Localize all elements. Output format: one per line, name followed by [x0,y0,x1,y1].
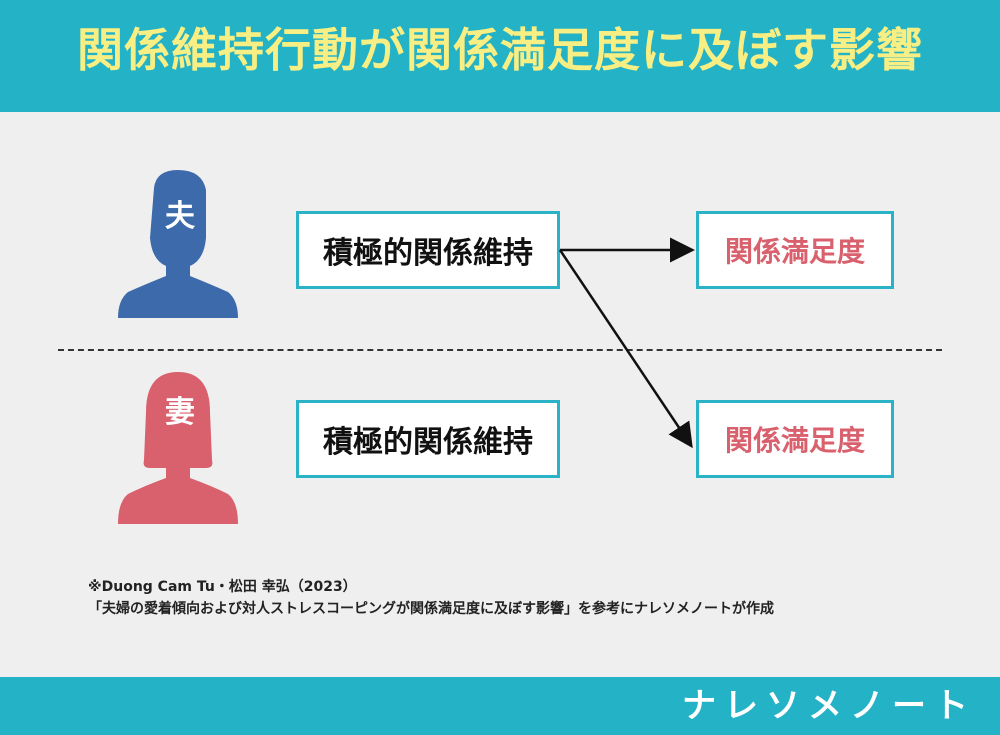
page-title: 関係維持行動が関係満足度に及ぼす影響 [77,23,923,77]
wife-silhouette-icon [118,372,238,524]
source-note: ※Duong Cam Tu・松田 幸弘（2023） 「夫婦の愛着傾向および対人ス… [88,576,774,620]
dashed-divider [58,349,942,351]
wife-action-box: 積極的関係維持 [296,400,560,478]
husband-action-box: 積極的関係維持 [296,211,560,289]
arrow-husband-to-wife [558,249,693,449]
husband-avatar [118,168,238,318]
husband-outcome-box: 関係満足度 [696,211,894,289]
husband-label: 夫 [165,199,195,234]
husband-silhouette-icon [118,170,238,318]
source-note-line1: ※Duong Cam Tu・松田 幸弘（2023） [88,579,357,595]
wife-outcome-box: 関係満足度 [696,400,894,478]
site-logo: ナレソメノート [682,686,976,726]
source-note-line2: 「夫婦の愛着傾向および対人ストレスコーピングが関係満足度に及ぼす影響」を参考にナ… [88,601,774,617]
header-bar [0,0,1000,112]
wife-avatar [118,368,238,524]
footer-bar [0,677,1000,735]
wife-label: 妻 [165,395,195,430]
